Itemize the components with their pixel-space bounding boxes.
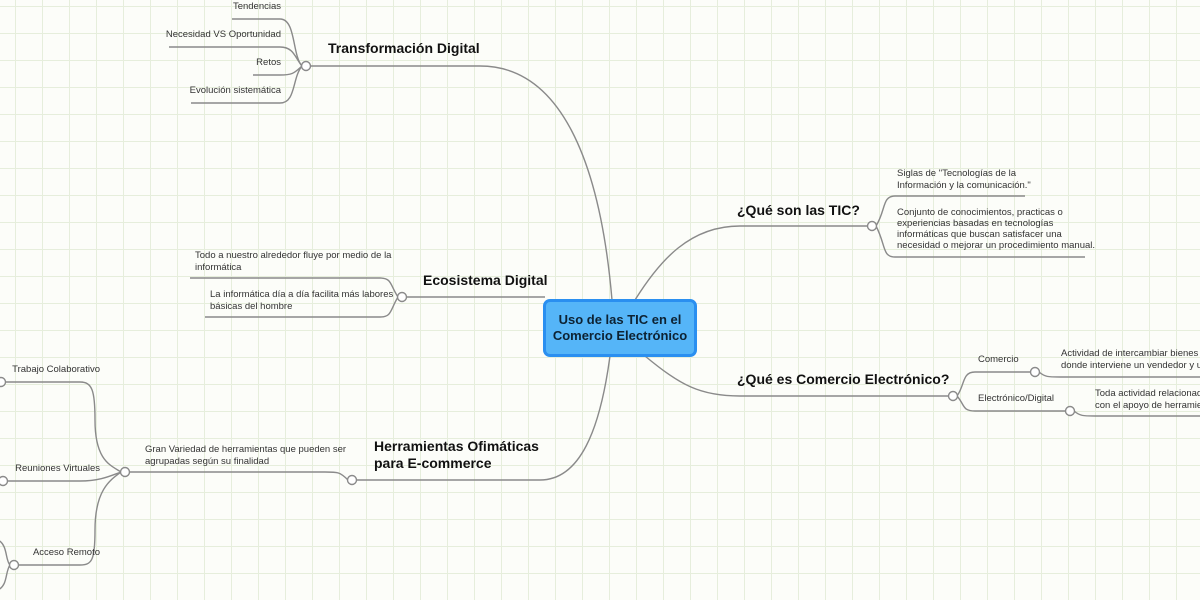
topic-ecosistema-digital[interactable]: Ecosistema Digital (423, 272, 548, 288)
text-line: Herramientas Ofimáticas (374, 438, 539, 454)
text-line: necesidad o mejorar un procedimiento man… (897, 240, 1096, 251)
text-line: Todo a nuestro alrededor fluye por medio… (195, 250, 392, 261)
text-line: básicas del hombre (210, 301, 293, 312)
text-line: Actividad de intercambiar bienes o s (1061, 348, 1200, 359)
text-line: La informática día a día facilita más la… (210, 289, 394, 300)
subtopic-necesidad[interactable]: Necesidad VS Oportunidad (165, 29, 281, 40)
text-line: Gran Variedad de herramientas que pueden… (145, 444, 347, 455)
text-line: donde interviene un vendedor y un c (1061, 360, 1200, 371)
text-line: con el apoyo de herramient (1095, 400, 1200, 411)
subtopic-comercio[interactable]: Comercio (978, 354, 1019, 365)
topic-que-son-tic[interactable]: ¿Qué son las TIC? (737, 202, 860, 218)
topic-que-es-comercio[interactable]: ¿Qué es Comercio Electrónico? (737, 371, 950, 387)
subtopic-electronico-digital[interactable]: Electrónico/Digital (978, 393, 1055, 404)
subtopic-ecosistema-2[interactable]: La informática día a día facilita más la… (210, 289, 393, 313)
central-topic-line1: Uso de las TIC en el (558, 312, 682, 327)
subtopic-trabajo-colaborativo[interactable]: Trabajo Colaborativo (12, 364, 100, 375)
topic-transformacion-digital[interactable]: Transformación Digital (328, 40, 480, 56)
text-line: agrupadas según su finalidad (145, 456, 270, 467)
central-topic-line2: Comercio Electrónico (552, 328, 688, 343)
text-line: Conjunto de conocimientos, practicas o (897, 207, 1063, 218)
text-line: Toda actividad relacionada (1095, 388, 1200, 399)
text-line: para E-commerce (374, 455, 492, 471)
subtopic-tendencias[interactable]: Tendencias (232, 1, 281, 12)
text-line: informática (195, 262, 242, 273)
subtopic-gran-variedad[interactable]: Gran Variedad de herramientas que pueden… (145, 444, 346, 468)
text-line: Siglas de "Tecnologías de la (897, 168, 1017, 179)
subtopic-evolucion[interactable]: Evolución sistemática (189, 85, 281, 96)
subtopic-reuniones-virtuales[interactable]: Reuniones Virtuales (15, 463, 100, 474)
subtopic-retos[interactable]: Retos (256, 57, 281, 68)
text-line: Información y la comunicación." (897, 180, 1031, 191)
subtopic-ecosistema-1[interactable]: Todo a nuestro alrededor fluye por medio… (195, 250, 391, 274)
subtopic-acceso-remoto[interactable]: Acceso Remoto (32, 547, 100, 558)
text-line: experiencias basadas en tecnologías (897, 218, 1054, 229)
text-line: informáticas que buscan satisfacer una (897, 229, 1062, 240)
